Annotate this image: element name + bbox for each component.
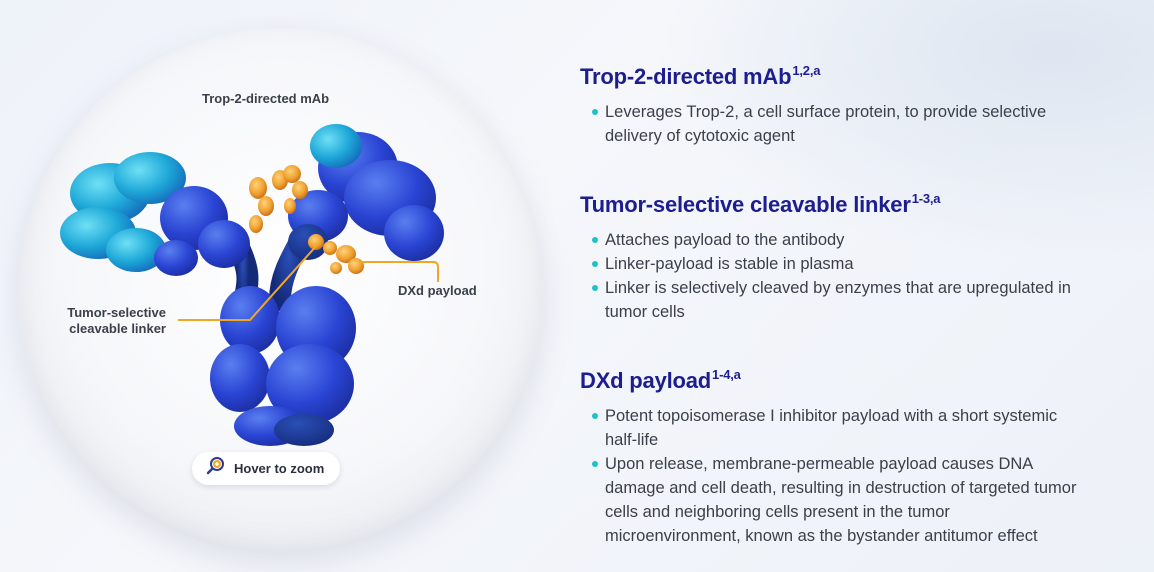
hover-to-zoom-button[interactable]: Hover to zoom: [192, 452, 340, 485]
label-linker-line1: Tumor-selective: [67, 305, 166, 320]
dxd-leader-line: [360, 261, 439, 282]
bullet-item: Leverages Trop-2, a cell surface protein…: [592, 100, 1140, 148]
right-fab-arm: [288, 124, 444, 261]
section-linker: Tumor-selective cleavable linker1-3,a At…: [580, 186, 1140, 324]
bullet-item: Potent topoisomerase I inhibitor payload…: [592, 404, 1140, 452]
antibody-svg: [60, 124, 444, 446]
payload-clusters: [249, 165, 364, 274]
background-haze: [654, 0, 1154, 260]
label-dxd-payload: DXd payload: [398, 283, 477, 298]
label-trop2-mab: Trop-2-directed mAb: [202, 91, 330, 106]
bullet-list: Leverages Trop-2, a cell surface protein…: [580, 100, 1140, 148]
bullet-item: Attaches payload to the antibody: [592, 228, 1140, 252]
linker-leader-line: [178, 243, 319, 321]
section-mab: Trop-2-directed mAb1,2,a Leverages Trop-…: [580, 58, 1140, 148]
label-linker-line2: cleavable linker: [69, 321, 166, 336]
section-dxd: DXd payload1-4,a Potent topoisomerase I …: [580, 362, 1140, 548]
label-cleavable-linker: Tumor-selective cleavable linker: [58, 305, 166, 337]
fc-region: [210, 286, 356, 446]
bullet-list: Potent topoisomerase I inhibitor payload…: [580, 404, 1140, 548]
bullet-item: Linker-payload is stable in plasma: [592, 252, 1140, 276]
section-title: Trop-2-directed mAb1,2,a: [580, 63, 821, 89]
bullet-item: Linker is selectively cleaved by enzymes…: [592, 276, 1140, 324]
bullet-item: Upon release, membrane-permeable payload…: [592, 452, 1140, 548]
zoom-label: Hover to zoom: [234, 461, 325, 476]
section-title: Tumor-selective cleavable linker1-3,a: [580, 191, 941, 217]
antibody-illustration[interactable]: Trop-2-directed mAb DXd payload Tumor-se…: [18, 28, 544, 554]
section-title: DXd payload1-4,a: [580, 367, 741, 393]
left-fab-arm: [60, 152, 250, 276]
bullet-list: Attaches payload to the antibody Linker-…: [580, 228, 1140, 324]
zoom-in-icon: [206, 456, 226, 481]
